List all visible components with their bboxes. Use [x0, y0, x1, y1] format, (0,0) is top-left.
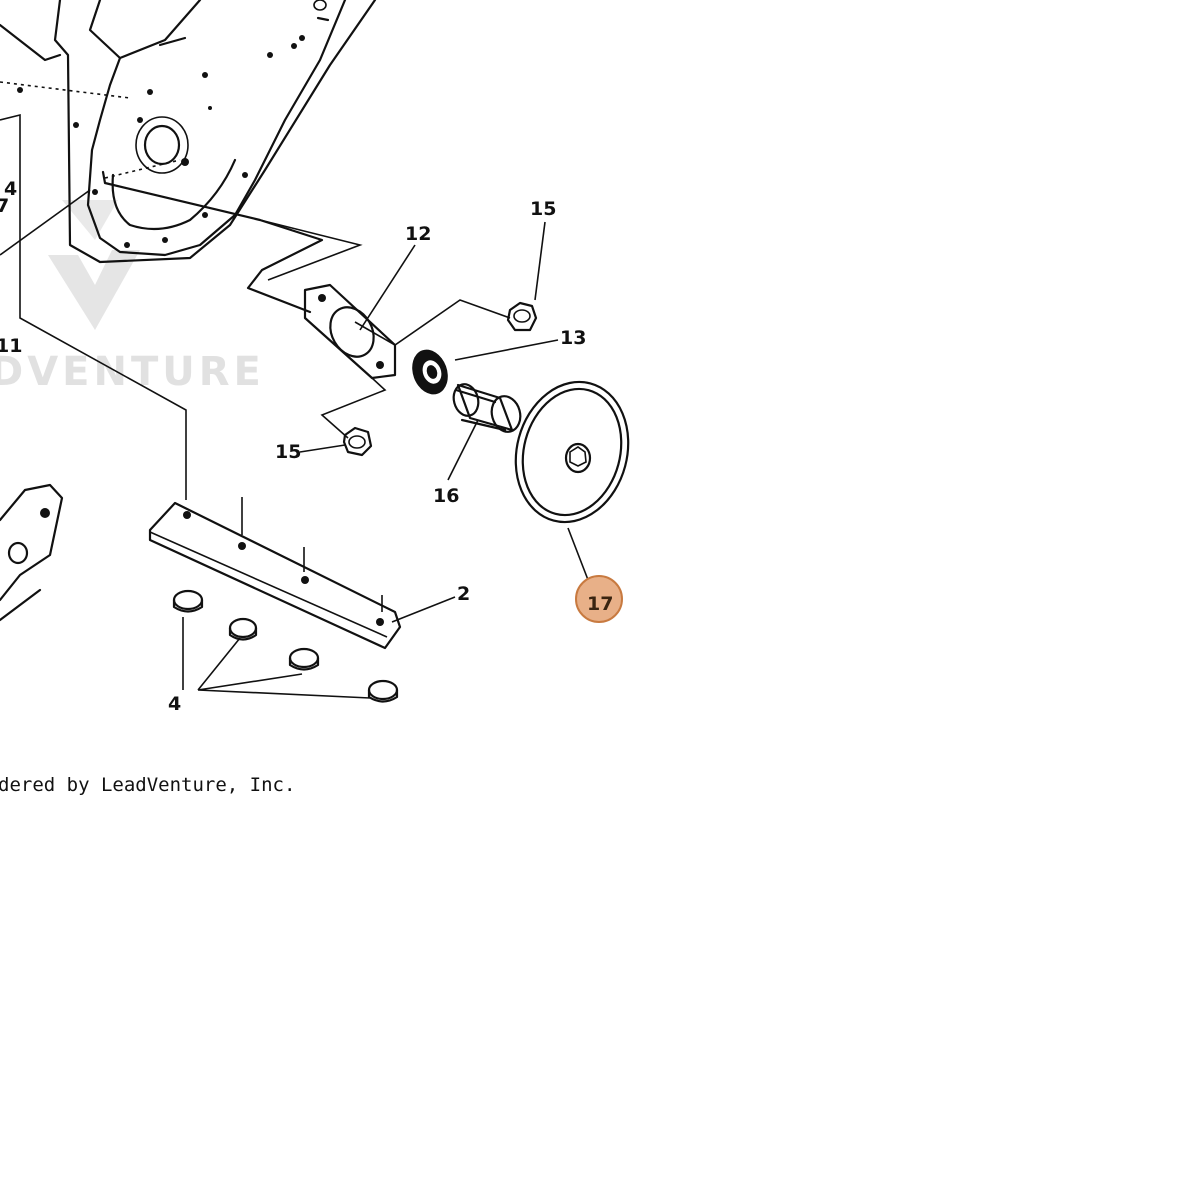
gear-housing: [0, 0, 377, 264]
spacer: [452, 383, 522, 433]
callout-16[interactable]: 16: [433, 485, 459, 507]
nut-top: [506, 301, 538, 332]
callout-17[interactable]: 17: [587, 593, 613, 615]
callout-7-left[interactable]: 7: [0, 195, 9, 217]
nuts-group: [172, 589, 399, 703]
callout-17-highlight[interactable]: 17: [575, 575, 623, 623]
callout-4-left[interactable]: 4: [4, 178, 17, 200]
watermark-text: DVENTURE: [0, 349, 265, 395]
bearing: [412, 349, 448, 395]
copyright-text: dered by LeadVenture, Inc.: [0, 774, 295, 796]
brace: [148, 497, 402, 650]
tine-assembly: [0, 483, 64, 622]
callout-15-left[interactable]: 15: [275, 441, 301, 463]
bearing-flange: [303, 283, 397, 380]
callout-2[interactable]: 2: [457, 583, 470, 605]
callout-15-top[interactable]: 15: [530, 198, 556, 220]
callout-4-bottom[interactable]: 4: [168, 693, 181, 715]
callout-12[interactable]: 12: [405, 223, 431, 245]
pulley: [514, 380, 630, 524]
nut-left: [342, 426, 373, 457]
watermark-logo: [48, 200, 140, 330]
callout-11-left[interactable]: 11: [0, 335, 22, 357]
callout-13[interactable]: 13: [560, 327, 586, 349]
